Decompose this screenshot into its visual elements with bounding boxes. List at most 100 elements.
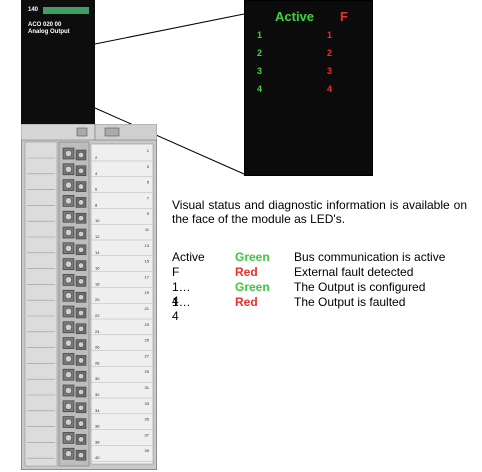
terminal-number: 10 <box>95 218 100 223</box>
terminal-number: 36 <box>95 424 100 429</box>
screw-head <box>65 402 72 410</box>
terminal-number: 6 <box>95 187 98 192</box>
terminal-number: 25 <box>145 338 150 343</box>
active-header: Active <box>275 9 315 24</box>
screw-head <box>77 404 85 411</box>
terminal-number: 34 <box>95 408 100 413</box>
screw-head <box>65 308 72 315</box>
terminal-number: 35 <box>145 417 150 422</box>
fault-header: F <box>340 9 348 24</box>
terminal-number: 39 <box>145 448 150 453</box>
terminal-number: 3 <box>147 164 150 169</box>
terminal-number: 23 <box>145 322 150 327</box>
screw-head <box>77 436 85 443</box>
terminal-number: 17 <box>145 274 150 279</box>
legend-color: Green <box>235 280 270 294</box>
terminal-number: 15 <box>145 259 150 264</box>
fault-led-3: 3 <box>327 66 333 76</box>
callout-line-top <box>94 13 245 45</box>
screw-head <box>77 452 85 459</box>
active-led-1: 1 <box>257 30 263 40</box>
label-card <box>90 143 154 465</box>
terminal-number: 40 <box>95 455 100 460</box>
module-name: Analog Output <box>28 29 70 35</box>
legend-meaning: External fault detected <box>294 265 414 279</box>
legend-indicator: Active <box>172 250 205 264</box>
screw-head <box>65 213 72 221</box>
terminal-number: 20 <box>95 297 100 302</box>
screw-head <box>77 325 85 332</box>
screw-head <box>77 373 85 380</box>
screw-head <box>77 183 85 190</box>
module-series: 140 <box>28 7 39 13</box>
terminal-number: 24 <box>95 329 100 334</box>
terminal-number: 9 <box>147 211 150 216</box>
screw-head <box>77 246 85 253</box>
terminal-number: 18 <box>95 281 100 286</box>
screw-head <box>65 355 72 363</box>
screw-head <box>65 450 72 458</box>
screw-head <box>65 339 72 347</box>
screw-head <box>65 292 72 300</box>
lid <box>94 124 157 141</box>
active-led-4: 4 <box>257 84 263 94</box>
legend-color: Green <box>235 250 270 264</box>
module-code: ACO 020 00 <box>28 22 62 28</box>
screw-head <box>65 197 72 205</box>
legend-color: Red <box>235 295 258 309</box>
terminal-number: 5 <box>147 180 150 185</box>
terminal-number: 30 <box>95 376 100 381</box>
screw-head <box>77 388 85 396</box>
screw-head <box>77 309 85 317</box>
terminal-block: 1234567891011121314151617181920212223242… <box>21 124 157 470</box>
terminal-number: 7 <box>147 195 150 200</box>
screw-head <box>77 215 85 222</box>
terminal-number: 31 <box>145 385 150 390</box>
fault-led-2: 2 <box>327 48 333 58</box>
legend-meaning: Bus communication is active <box>294 250 446 264</box>
terminal-number: 11 <box>145 227 150 232</box>
screw-head <box>65 323 72 331</box>
legend-meaning: The Output is faulted <box>294 295 406 309</box>
active-led-2: 2 <box>257 48 263 58</box>
latch <box>76 127 88 137</box>
screws <box>27 147 87 461</box>
legend-indicator: 1…4 <box>172 280 191 308</box>
screw-head <box>77 230 85 238</box>
screw-head <box>65 371 72 379</box>
terminal-number: 1 <box>147 148 150 153</box>
screw-head <box>65 150 72 157</box>
terminal-labels: 1234567891011121314151617181920212223242… <box>91 148 153 462</box>
screw-head <box>77 420 85 427</box>
screw-head <box>65 165 72 173</box>
description-text: Visual status and diagnostic information… <box>172 198 467 226</box>
terminal-number: 2 <box>95 155 98 160</box>
terminal-number: 19 <box>145 290 150 295</box>
terminal-number: 28 <box>95 360 100 365</box>
screw-head <box>77 262 85 269</box>
screw-head <box>77 357 85 364</box>
led-zoom-panel: Active F 1 2 3 4 1 2 3 4 <box>244 0 373 176</box>
screw-head <box>65 181 72 189</box>
screw-head <box>65 276 72 284</box>
fault-led-1: 1 <box>327 30 333 40</box>
terminal-number: 38 <box>95 439 100 444</box>
module-status-bar <box>43 7 89 14</box>
terminal-number: 8 <box>95 202 98 207</box>
screw-head <box>77 278 85 285</box>
terminal-number: 29 <box>145 369 150 374</box>
screw-head <box>77 151 85 159</box>
screw-head <box>77 199 85 206</box>
terminal-number: 21 <box>145 306 150 311</box>
terminal-number: 12 <box>95 234 100 239</box>
screw-head <box>77 294 85 301</box>
legend-indicator: F <box>172 265 180 279</box>
active-led-3: 3 <box>257 66 263 76</box>
screw-head <box>77 341 85 348</box>
screw-head <box>65 229 72 236</box>
screw-head <box>65 418 72 426</box>
screw-head <box>77 167 85 174</box>
latch-right <box>104 127 120 137</box>
